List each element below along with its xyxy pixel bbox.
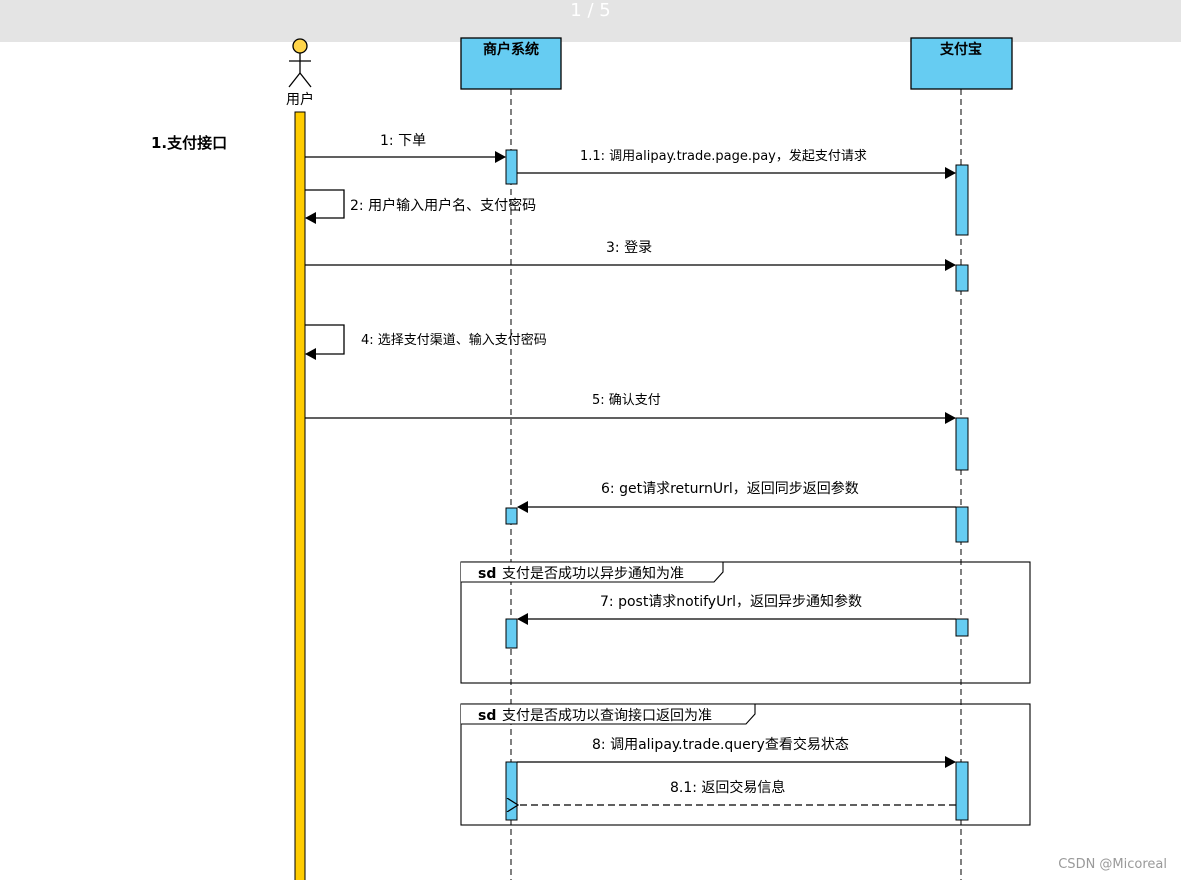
actor-activation-bar (294, 111, 306, 880)
message-label: 1: 下单 (380, 133, 426, 149)
message-arrow (305, 189, 345, 224)
message-label: 4: 选择支付渠道、输入支付密码 (361, 332, 547, 348)
alipay-lifeline-box (910, 37, 1013, 90)
activation-box (955, 618, 969, 637)
message-label: 1.1: 调用alipay.trade.page.pay，发起支付请求 (580, 148, 867, 164)
message-label: 6: get请求returnUrl，返回同步返回参数 (601, 480, 859, 497)
merchant-lifeline-label: 商户系统 (483, 41, 539, 58)
activation-box (955, 761, 969, 821)
fragment-title: 支付是否成功以异步通知为准 (502, 565, 684, 582)
activation-box (955, 164, 969, 236)
message-label: 8.1: 返回交易信息 (670, 779, 785, 796)
merchant-lifeline-box (460, 37, 562, 90)
alipay-lifeline-label: 支付宝 (939, 41, 982, 58)
message-label: 3: 登录 (606, 240, 652, 256)
activation-box (505, 761, 518, 821)
message-label: 7: post请求notifyUrl，返回异步通知参数 (600, 593, 862, 610)
fragment-keyword: sd (478, 566, 496, 582)
actor-label: 用户 (286, 91, 314, 108)
fragment-async-notify: sd 支付是否成功以异步通知为准 (460, 561, 1031, 684)
actor-head (292, 38, 308, 54)
activation-box (955, 264, 969, 292)
message-label: 5: 确认支付 (592, 393, 661, 408)
message-label: 2: 用户输入用户名、支付密码 (350, 197, 536, 214)
activation-box (505, 618, 518, 649)
activation-box (955, 417, 969, 471)
message-label: 8: 调用alipay.trade.query查看交易状态 (592, 736, 849, 753)
activation-box (505, 507, 518, 525)
fragment-title: 支付是否成功以查询接口返回为准 (502, 707, 712, 724)
fragment-keyword: sd (478, 708, 496, 724)
activation-box (505, 149, 518, 185)
page-counter: 1 / 5 (570, 0, 611, 21)
fragment-query: sd 支付是否成功以查询接口返回为准 (460, 703, 1031, 826)
actor-user: 用户 (286, 38, 314, 108)
message-arrow (305, 324, 345, 360)
watermark: CSDN @Micoreal (1058, 857, 1167, 872)
activation-box (955, 506, 969, 543)
viewer-toolbar: 1 / 5 (0, 0, 1181, 42)
section-label: 1.支付接口 (151, 134, 227, 152)
